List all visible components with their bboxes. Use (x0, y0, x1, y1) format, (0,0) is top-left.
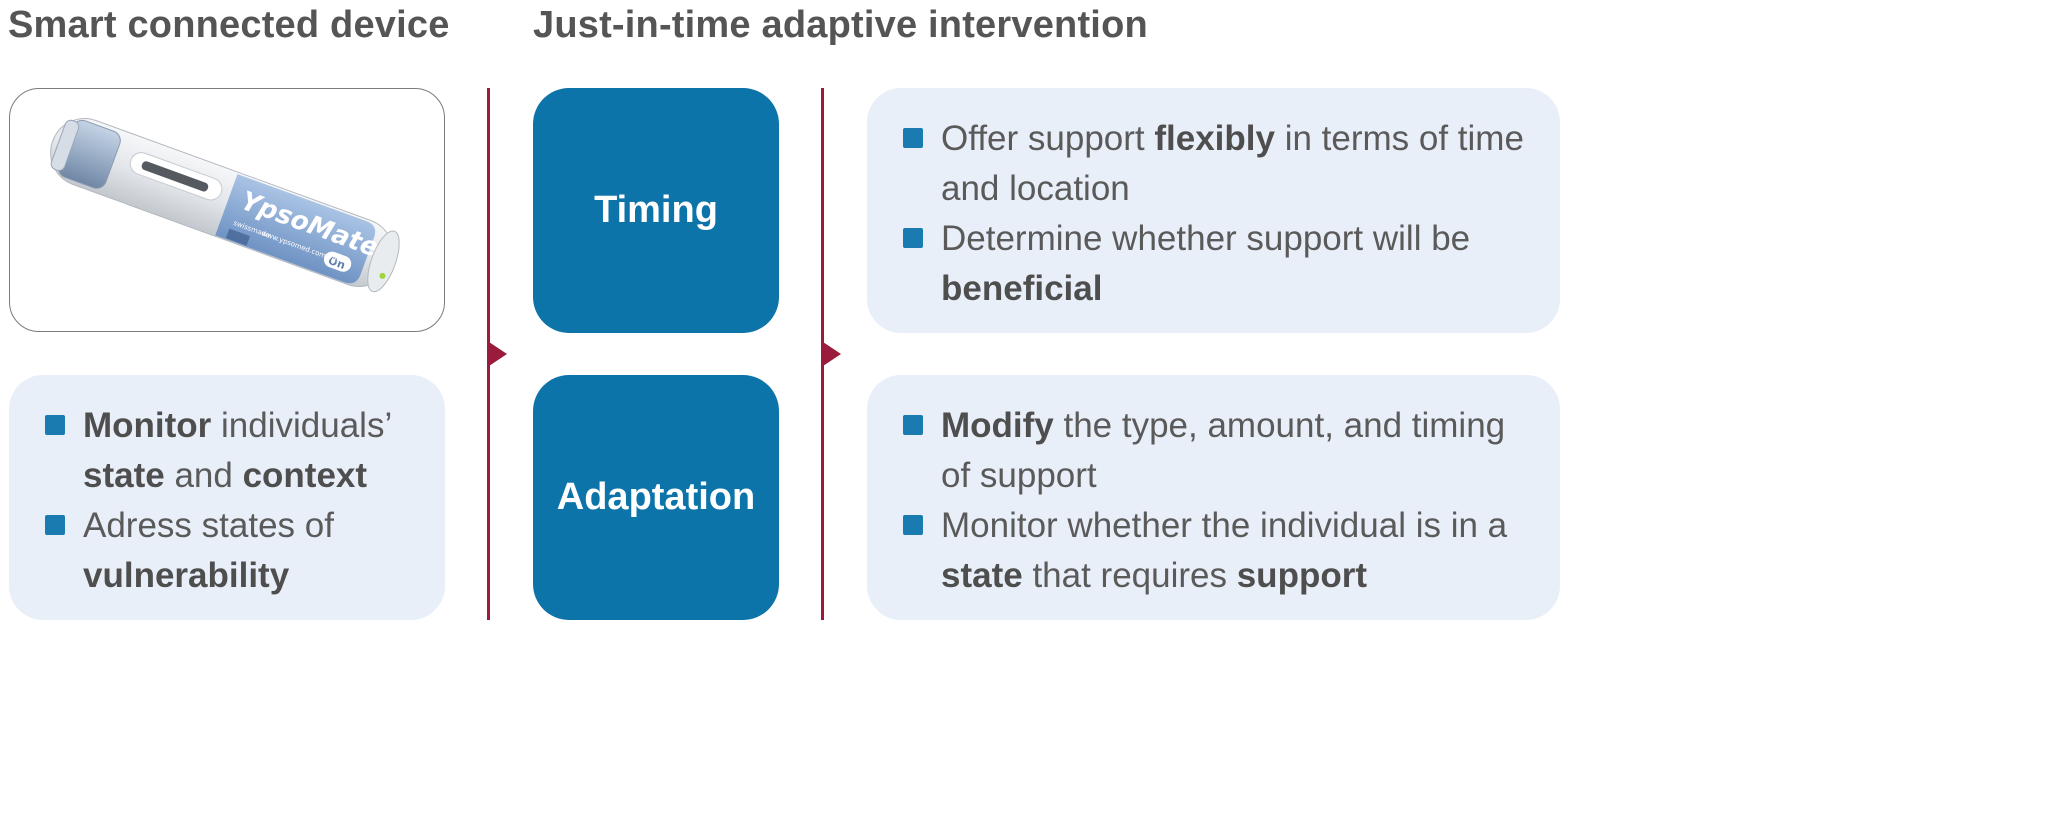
bullet-bold-text: Modify (941, 406, 1054, 445)
heading-smart-connected-device: Smart connected device (8, 4, 450, 46)
bullet-text: the type, amount, and timing of support (941, 406, 1506, 495)
bullet-text: and (164, 456, 243, 495)
device-image-card: YpsoMate On www.ypsomed.com/yds swissmad… (9, 88, 445, 332)
connector-arrow-right-icon (823, 342, 841, 366)
square-bullet-icon (45, 515, 65, 535)
bullet-text: Monitor whether the individual is in a (941, 506, 1508, 545)
bullet-bold-text: beneficial (941, 269, 1103, 308)
timing-box: Timing (533, 88, 779, 333)
bullet-text: individuals’ (211, 406, 391, 445)
bullet-bold-text: context (242, 456, 368, 495)
bullet-item: Monitor individuals’ state and context (45, 401, 435, 501)
square-bullet-icon (903, 228, 923, 248)
adaptation-box: Adaptation (533, 375, 779, 620)
bullet-bold-text: vulnerability (83, 556, 290, 595)
timing-panel: Offer support flexibly in terms of time … (867, 88, 1560, 333)
bullet-text: Offer support (941, 119, 1155, 158)
adaptation-label: Adaptation (556, 476, 756, 518)
connector-line-right (821, 88, 824, 620)
bullet-item: Determine whether support will be benefi… (903, 214, 1543, 314)
square-bullet-icon (903, 415, 923, 435)
bullet-bold-text: state (941, 556, 1023, 595)
bullet-text: Adress states of (83, 506, 334, 545)
adaptation-bullet-list: Modify the type, amount, and timing of s… (903, 401, 1543, 601)
bullet-item: Offer support flexibly in terms of time … (903, 114, 1543, 214)
timing-label: Timing (594, 189, 718, 231)
square-bullet-icon (903, 128, 923, 148)
bullet-item: Modify the type, amount, and timing of s… (903, 401, 1543, 501)
adaptation-panel: Modify the type, amount, and timing of s… (867, 375, 1560, 620)
bullet-bold-text: support (1236, 556, 1367, 595)
bullet-item: Monitor whether the individual is in a s… (903, 501, 1543, 601)
timing-bullet-list: Offer support flexibly in terms of time … (903, 114, 1543, 314)
bullet-bold-text: state (83, 456, 165, 495)
connector-line-left (487, 88, 490, 620)
connector-arrow-left-icon (489, 342, 507, 366)
square-bullet-icon (45, 415, 65, 435)
bullet-bold-text: Monitor (83, 406, 212, 445)
heading-jitai: Just-in-time adaptive intervention (533, 4, 1148, 46)
bullet-text: in terms of time and location (941, 119, 1524, 208)
square-bullet-icon (903, 515, 923, 535)
bullet-bold-text: flexibly (1154, 119, 1275, 158)
bullet-item: Adress states of vulnerability (45, 501, 435, 601)
device-badge-text: On (326, 254, 347, 272)
bullet-text: that requires (1022, 556, 1237, 595)
autoinjector-pen-image: YpsoMate On www.ypsomed.com/yds swissmad… (50, 118, 400, 293)
bullet-text: Determine whether support will be (941, 219, 1471, 258)
